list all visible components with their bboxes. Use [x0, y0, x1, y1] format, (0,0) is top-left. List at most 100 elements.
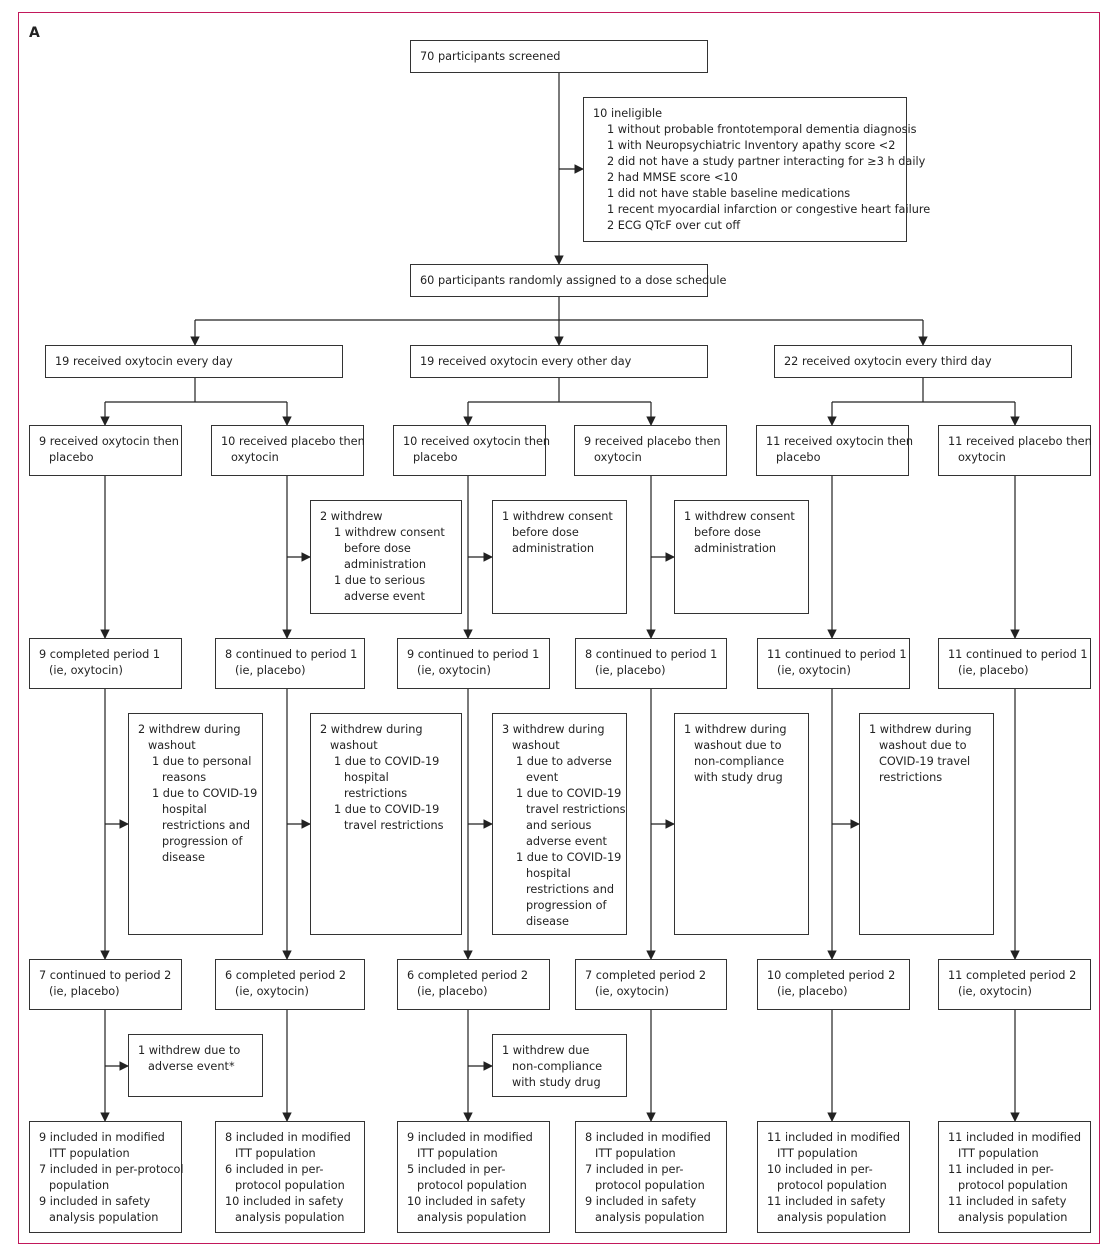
withdrawal2-box-3-line: 3 withdrew during: [502, 723, 605, 736]
period1-box-6: 11 continued to period 1(ie, placebo): [938, 638, 1091, 689]
period2-box-4-line: 7 completed period 2: [585, 969, 707, 982]
withdrawal3-box-1-line: adverse event*: [148, 1060, 235, 1073]
withdrawal2-box-1-line: hospital: [162, 803, 207, 816]
withdrawal2-box-3-line: disease: [526, 915, 569, 928]
withdrawal1-box-2-line: adverse event: [344, 590, 425, 603]
ineligible-box-line: 1 with Neuropsychiatric Inventory apathy…: [607, 139, 896, 152]
final-box-2-line: analysis population: [235, 1211, 345, 1224]
withdrawal3-box-3-line: with study drug: [512, 1076, 601, 1089]
screened-box: 70 participants screened: [410, 40, 708, 73]
randomised-box: 60 participants randomly assigned to a d…: [410, 264, 727, 297]
period1-box-3-line: (ie, oxytocin): [417, 664, 491, 677]
period2-box-1: 7 continued to period 2 (ie, placebo): [29, 959, 182, 1010]
period2-box-3-line: (ie, placebo): [417, 985, 488, 998]
period1-box-3: 9 continued to period 1(ie, oxytocin): [397, 638, 550, 689]
withdrawal1-box-3-line: administration: [512, 542, 595, 555]
final-box-6-line: ITT population: [958, 1147, 1039, 1160]
sequence-box-3-line: 10 received oxytocin then: [403, 435, 551, 448]
figure-frame: [18, 12, 1100, 1244]
final-box-5-line: 11 included in modified: [767, 1131, 901, 1144]
arm-other-box: 19 received oxytocin every other day: [410, 345, 708, 378]
withdrawal2-box-2-line: travel restrictions: [344, 819, 444, 832]
withdrawal1-box-3-line: 1 withdrew consent: [502, 510, 613, 523]
withdrawal2-box-3-line: restrictions and: [526, 883, 615, 896]
withdrawal2-box-3-line: 1 due to adverse: [516, 755, 612, 768]
period2-box-1-line: (ie, placebo): [49, 985, 120, 998]
final-box-1-line: 7 included in per-protocol: [39, 1163, 184, 1176]
sequence-box-5-line: placebo: [776, 451, 821, 464]
ineligible-box-line: 2 ECG QTcF over cut off: [607, 219, 741, 232]
period2-box-5-line: (ie, placebo): [777, 985, 848, 998]
final-box-5-line: 10 included in per-: [767, 1163, 873, 1176]
period2-box-4: 7 completed period 2(ie, oxytocin): [575, 959, 727, 1010]
ineligible-box-line: 1 did not have stable baseline medicatio…: [607, 187, 851, 200]
withdrawal2-box-1-line: washout: [148, 739, 196, 752]
arm-daily-box: 19 received oxytocin every day: [45, 345, 343, 378]
withdrawal2-box-4-line: 1 withdrew during: [684, 723, 787, 736]
final-box-1-line: population: [49, 1179, 110, 1192]
final-box-4-line: analysis population: [595, 1211, 705, 1224]
ineligible-box-line: 1 recent myocardial infarction or conges…: [607, 203, 931, 216]
randomised-box-line: 60 participants randomly assigned to a d…: [420, 274, 727, 287]
sequence-box-4-line: 9 received placebo then: [584, 435, 721, 448]
period1-box-2-line: 8 continued to period 1: [225, 648, 358, 661]
withdrawal3-box-3: 1 withdrew due non-compliance with study d…: [492, 1034, 627, 1097]
period2-box-6-line: (ie, oxytocin): [958, 985, 1032, 998]
withdrawal2-box-3-line: and serious: [526, 819, 592, 832]
period2-box-2-line: 6 completed period 2: [225, 969, 347, 982]
period2-box-1-line: 7 continued to period 2: [39, 969, 172, 982]
final-box-4-line: 8 included in modified: [585, 1131, 711, 1144]
withdrawal2-box-1-line: 2 withdrew during: [138, 723, 241, 736]
final-box-5-line: ITT population: [777, 1147, 858, 1160]
final-box-3-line: 9 included in modified: [407, 1131, 533, 1144]
period1-box-1: 9 completed period 1(ie, oxytocin): [29, 638, 182, 689]
arm-daily-box-line: 19 received oxytocin every day: [55, 355, 233, 368]
withdrawal2-box-3: 3 withdrew during washout 1 due to adverse…: [492, 713, 627, 935]
withdrawal1-box-2-line: 1 due to serious: [334, 574, 426, 587]
withdrawal1-box-2-line: 2 withdrew: [320, 510, 383, 523]
sequence-box-4-line: oxytocin: [594, 451, 642, 464]
final-box-3-line: 10 included in safety: [407, 1195, 526, 1208]
screened-box-line: 70 participants screened: [420, 50, 561, 63]
withdrawal2-box-1-line: disease: [162, 851, 205, 864]
withdrawal2-box-5-line: washout due to: [879, 739, 967, 752]
withdrawal2-box-2-line: 1 due to COVID-19: [334, 803, 440, 816]
withdrawal1-box-2-line: 1 withdrew consent: [334, 526, 445, 539]
withdrawal2-box-4-line: non-compliance: [694, 755, 785, 768]
withdrawal2-box-2-line: 1 due to COVID-19: [334, 755, 440, 768]
period1-box-2: 8 continued to period 1 (ie, placebo): [215, 638, 365, 689]
sequence-box-6-line: 11 received placebo then: [948, 435, 1092, 448]
ineligible-box-line: 2 did not have a study partner interacti…: [607, 155, 926, 168]
withdrawal3-box-3-line: 1 withdrew due: [502, 1044, 590, 1057]
period1-box-2-line: (ie, placebo): [235, 664, 306, 677]
panel-label: A: [29, 25, 40, 41]
period2-box-3: 6 completed period 2(ie, placebo): [397, 959, 550, 1010]
ineligible-box-line: 2 had MMSE score <10: [607, 171, 738, 184]
period2-box-5: 10 completed period 2(ie, placebo): [757, 959, 910, 1010]
withdrawal3-box-3-line: non-compliance: [512, 1060, 603, 1073]
final-box-5-line: 11 included in safety: [767, 1195, 886, 1208]
withdrawal2-box-3-line: washout: [512, 739, 560, 752]
final-box-6-line: protocol population: [958, 1179, 1068, 1192]
withdrawal2-box-3-line: adverse event: [526, 835, 607, 848]
final-box-3-line: ITT population: [417, 1147, 498, 1160]
sequence-box-2-line: oxytocin: [231, 451, 279, 464]
withdrawal1-box-4-line: 1 withdrew consent: [684, 510, 795, 523]
arm-third-box: 22 received oxytocin every third day: [774, 345, 1072, 378]
withdrawal2-box-3-line: 1 due to COVID-19: [516, 851, 622, 864]
final-box-6-line: analysis population: [958, 1211, 1068, 1224]
withdrawal2-box-3-line: 1 due to COVID-19: [516, 787, 622, 800]
